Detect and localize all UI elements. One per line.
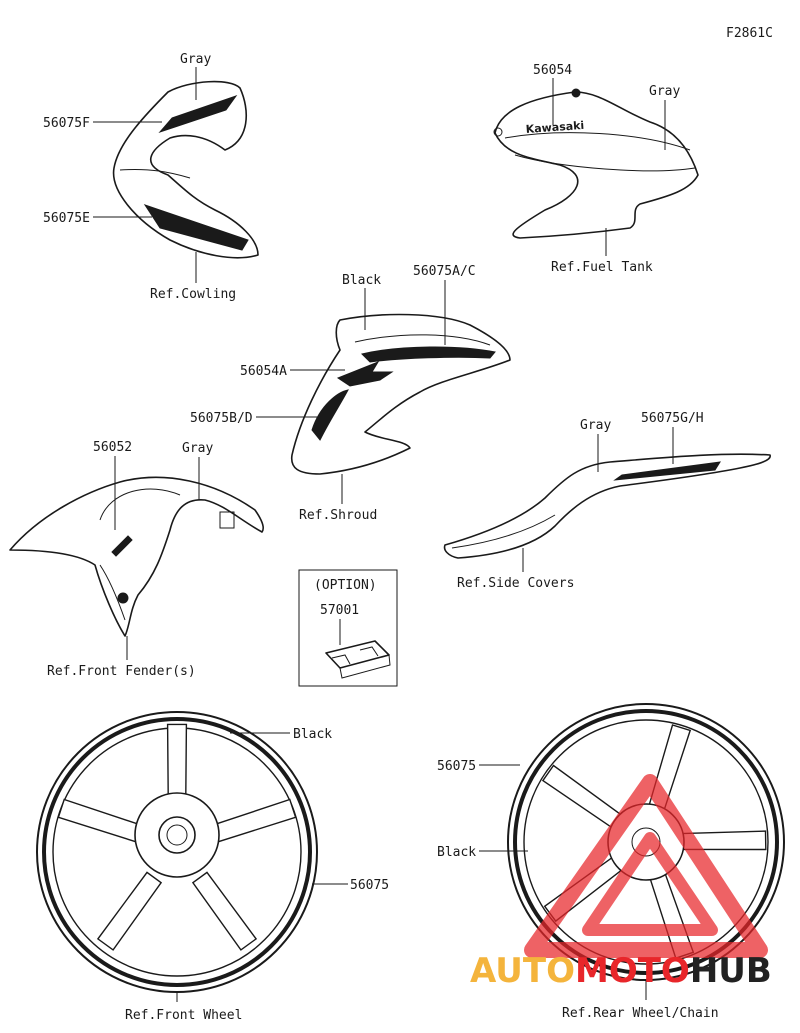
shroud-ref-label: Ref.Shroud bbox=[299, 508, 377, 523]
rwheel-black-label: Black bbox=[437, 845, 476, 860]
cowling-part bbox=[112, 80, 259, 259]
cowling-ref-label: Ref.Cowling bbox=[150, 287, 236, 302]
kawasaki-logo-decal: Kawasaki bbox=[525, 119, 584, 136]
cowling-56075f-label: 56075F bbox=[43, 116, 90, 131]
watermark-triangle-logo bbox=[524, 774, 768, 958]
fender-56052-label: 56052 bbox=[93, 440, 132, 455]
fender-gray-label: Gray bbox=[182, 441, 213, 456]
shroud-black-label: Black bbox=[342, 273, 381, 288]
shroud-56054a-label: 56054A bbox=[240, 364, 287, 379]
wheel-spoke bbox=[191, 871, 258, 951]
wheel-spoke bbox=[210, 798, 297, 844]
fuel-tank-part bbox=[493, 88, 699, 239]
rwheel-56075-label: 56075 bbox=[437, 759, 476, 774]
figure-code: F2861C bbox=[726, 26, 773, 41]
shroud-part bbox=[290, 313, 511, 475]
wheel-spoke bbox=[96, 871, 163, 951]
shroud-56075ac-label: 56075A/C bbox=[413, 264, 476, 279]
cowling-56075e-label: 56075E bbox=[43, 211, 90, 226]
option-title: (OPTION) bbox=[314, 578, 377, 593]
side-gray-label: Gray bbox=[580, 418, 611, 433]
option-box bbox=[298, 569, 398, 687]
tank-gray-label: Gray bbox=[649, 84, 680, 99]
fender-ref-label: Ref.Front Fender(s) bbox=[47, 664, 196, 679]
wheel-spoke bbox=[541, 764, 623, 830]
tank-56054-label: 56054 bbox=[533, 63, 572, 78]
automotohub-watermark bbox=[524, 774, 768, 958]
wheel-spoke bbox=[57, 798, 144, 844]
side-covers-part bbox=[443, 453, 771, 559]
rwheel-ref-label: Ref.Rear Wheel/Chain bbox=[562, 1006, 719, 1021]
cowling-gray-label: Gray bbox=[180, 52, 211, 67]
option-part-label: 57001 bbox=[320, 603, 359, 618]
tank-ref-label: Ref.Fuel Tank bbox=[551, 260, 653, 275]
fwheel-ref-label: Ref.Front Wheel bbox=[125, 1008, 242, 1023]
side-56075gh-label: 56075G/H bbox=[641, 411, 704, 426]
front-fender-part bbox=[9, 476, 264, 637]
option-part-57001 bbox=[325, 640, 391, 679]
side-ref-label: Ref.Side Covers bbox=[457, 576, 574, 591]
shroud-56075bd-label: 56075B/D bbox=[190, 411, 253, 426]
fwheel-56075-label: 56075 bbox=[350, 878, 389, 893]
fwheel-black-label: Black bbox=[293, 727, 332, 742]
watermark-text: AUTOMOTOHUB bbox=[470, 951, 772, 991]
front-wheel-part bbox=[36, 711, 318, 993]
